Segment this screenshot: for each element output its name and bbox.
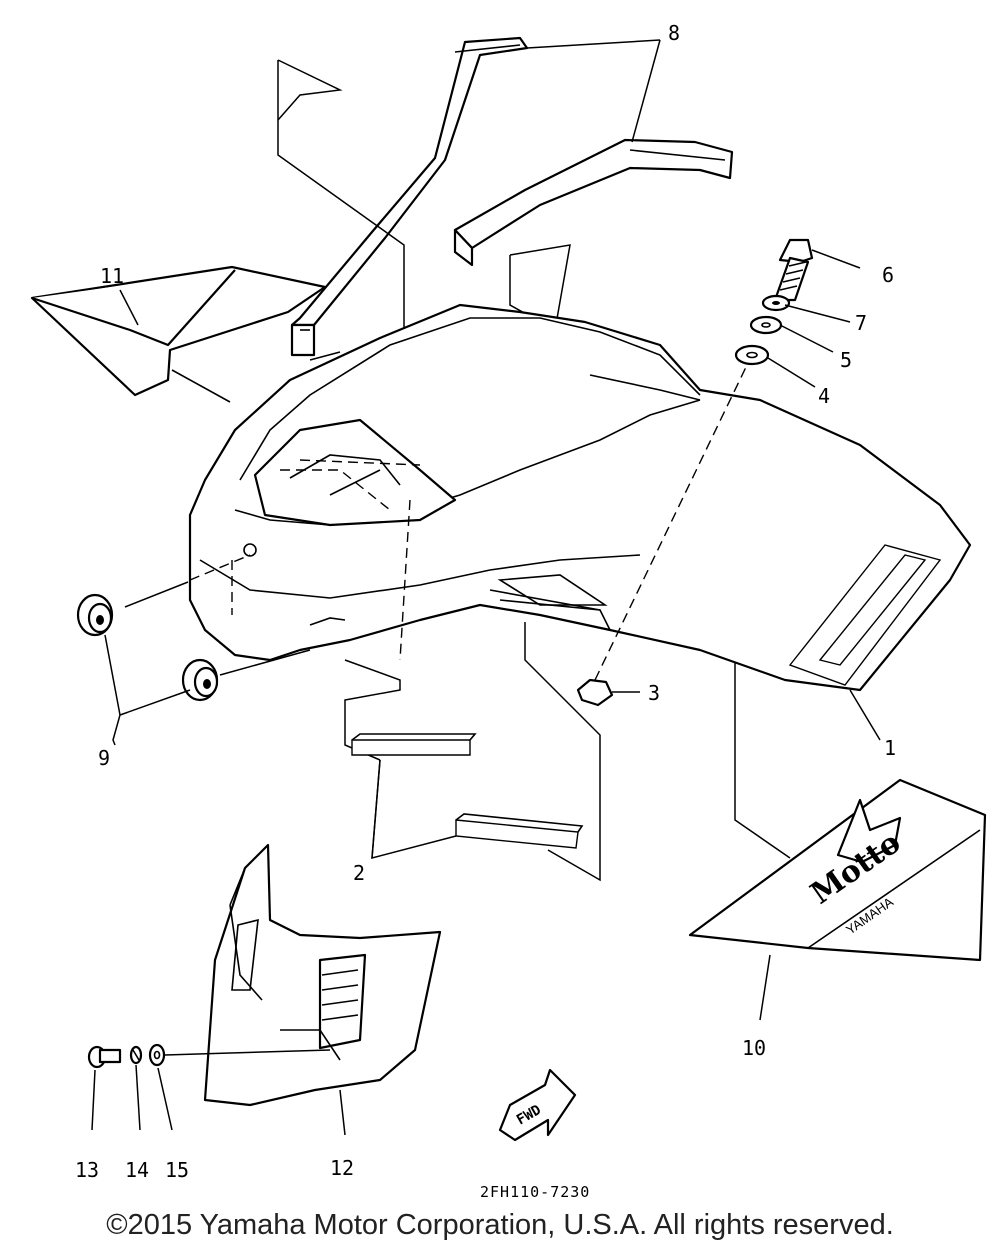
screw-part: [773, 238, 814, 302]
callout-7: 7: [855, 311, 867, 335]
main-cowl-part: [188, 303, 972, 692]
copyright-notice: ©2015 Yamaha Motor Corporation, U.S.A. A…: [106, 1209, 894, 1241]
callout-4: 4: [818, 384, 830, 408]
callout-5: 5: [840, 348, 852, 372]
callout-labels: 1 2 3 4 5 6 7 8 9 10 11 12 13 14 15: [75, 21, 896, 1182]
bolt-part: [87, 1045, 122, 1069]
diagram-code: 2FH110-7230: [480, 1183, 591, 1201]
lower-cover-part: [203, 843, 442, 1107]
callout-14: 14: [125, 1158, 149, 1182]
lock-washer-part: [761, 294, 791, 312]
callout-11: 11: [100, 264, 124, 288]
callout-10: 10: [742, 1036, 766, 1060]
callout-12: 12: [330, 1156, 354, 1180]
rail-strip-upper-left: [290, 36, 529, 357]
washer-part: [749, 315, 783, 335]
callout-2: 2: [353, 861, 365, 885]
grommet-part-upper: [76, 593, 114, 637]
callout-8: 8: [668, 21, 680, 45]
dashed-assembly-lines: [189, 364, 748, 681]
foam-strip-upper: [351, 733, 477, 756]
flat-washer-part: [148, 1043, 166, 1067]
grommet-part-lower: [181, 658, 219, 702]
rail-strip-upper-right: [453, 138, 734, 267]
spring-washer-part: [129, 1045, 143, 1065]
callout-15: 15: [165, 1158, 189, 1182]
flat-pad-part: [30, 265, 341, 403]
callout-6: 6: [882, 263, 894, 287]
leader-lines: [91, 39, 881, 1136]
foam-strip-lower: [455, 813, 584, 849]
callout-3: 3: [648, 681, 660, 705]
callout-9: 9: [98, 746, 110, 770]
clip-nut-part: [576, 678, 614, 707]
forward-arrow-icon: FWD: [498, 1068, 577, 1142]
callout-13: 13: [75, 1158, 99, 1182]
decal-panel-part: Motto YAMAHA: [688, 778, 987, 962]
grommet-washer-part: [734, 344, 770, 366]
callout-1: 1: [884, 736, 896, 760]
